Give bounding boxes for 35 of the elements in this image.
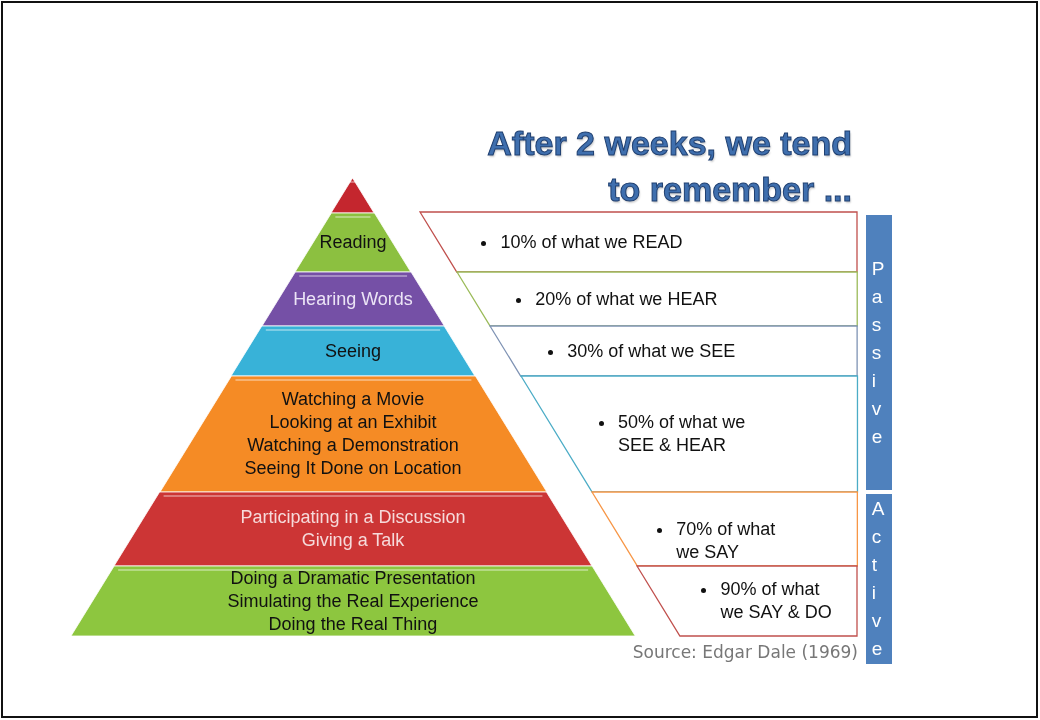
retention-text: 20% of what we HEAR	[535, 287, 719, 311]
retention-text: 30% of what we SEE	[567, 339, 737, 363]
pyramid-band	[114, 492, 592, 566]
memory-row	[420, 212, 857, 272]
band-label: Reading	[319, 231, 387, 254]
pyramid-band	[261, 272, 445, 326]
band-label: Simulating the Real Experience	[227, 589, 479, 613]
memory-row	[520, 376, 857, 492]
band-label: Looking at an Exhibit	[269, 411, 437, 434]
band-label: Seeing	[324, 339, 381, 363]
pyramid-tip	[331, 178, 375, 213]
band-label: Giving a Talk	[301, 529, 405, 552]
memory-row	[637, 566, 857, 636]
pyramid-band	[295, 213, 411, 272]
pyramid-band	[159, 376, 547, 492]
category-bar	[866, 494, 892, 664]
retention-text: 10% of what we READ	[500, 230, 684, 254]
memory-row	[489, 326, 857, 376]
band-label: Hearing Words	[293, 287, 413, 311]
band-label: Watching a Demonstration	[247, 434, 459, 457]
retention-text: 50% of what we SEE & HEAR	[618, 411, 747, 457]
source-note: Source: Edgar Dale (1969)	[631, 642, 858, 662]
memory-row	[456, 272, 857, 326]
memory-row	[591, 492, 857, 566]
retention-text: 90% of what we SAY & DO	[720, 578, 833, 624]
category-bar	[866, 215, 892, 490]
retention-text: 70% of what we SAY	[676, 517, 777, 564]
title: After 2 weeks, we tend to remember ...	[486, 123, 852, 210]
pyramid-band	[70, 566, 636, 636]
band-label: Seeing It Done on Location	[244, 457, 462, 480]
band-label: Participating in a Discussion	[240, 506, 466, 529]
band-label: Watching a Movie	[281, 388, 425, 411]
pyramid-band	[231, 326, 475, 376]
band-label: Doing a Dramatic Presentation	[230, 566, 476, 590]
band-label: Doing the Real Thing	[268, 612, 438, 636]
